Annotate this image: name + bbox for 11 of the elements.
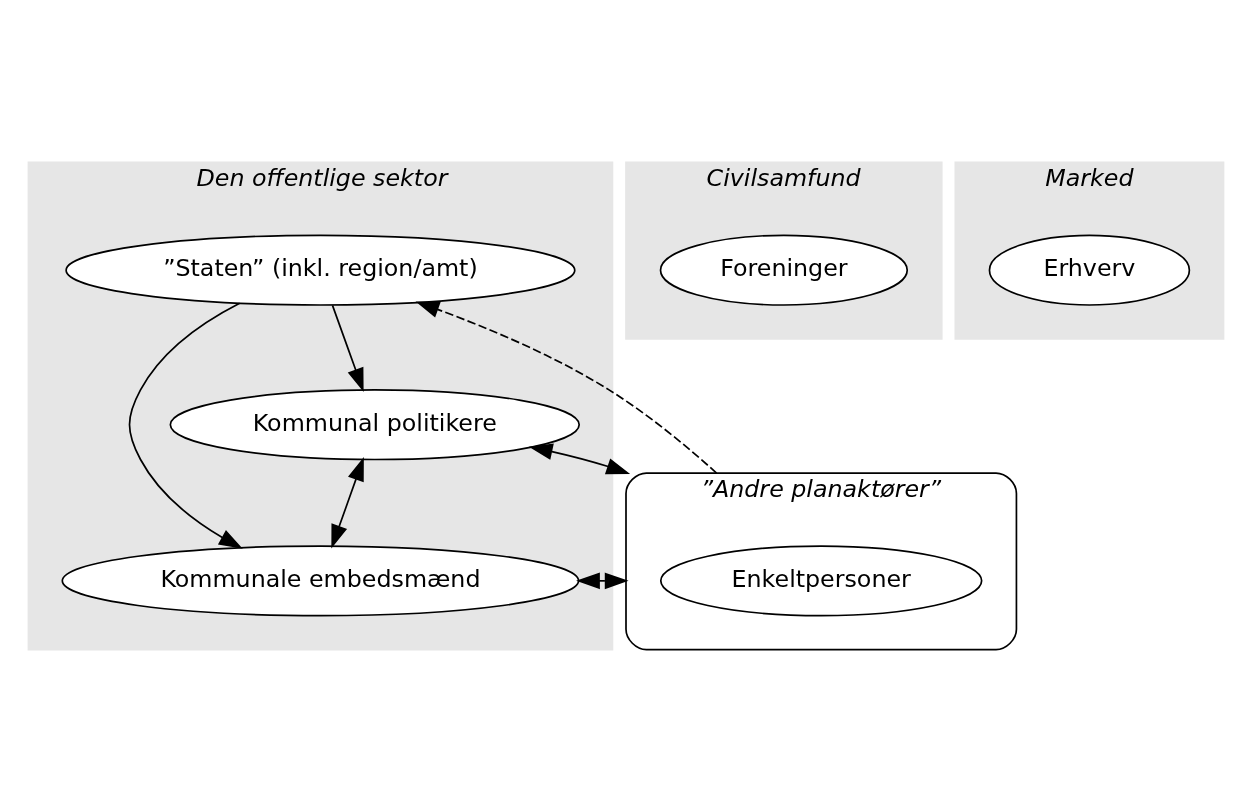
node-ellipse: Kommunale embedsmænd [61, 545, 580, 617]
arrow [415, 301, 718, 474]
arrow [331, 457, 364, 549]
arrow [576, 572, 629, 590]
arrow [128, 302, 243, 549]
arrow [528, 443, 631, 475]
node-ellipse: Enkeltpersoner [659, 545, 983, 617]
node-ellipse: Foreninger [659, 234, 909, 306]
node-ellipse: ”Staten” (inkl. region/amt) [65, 234, 576, 306]
arrow [331, 304, 364, 392]
node-ellipse: Erhverv [988, 234, 1191, 306]
